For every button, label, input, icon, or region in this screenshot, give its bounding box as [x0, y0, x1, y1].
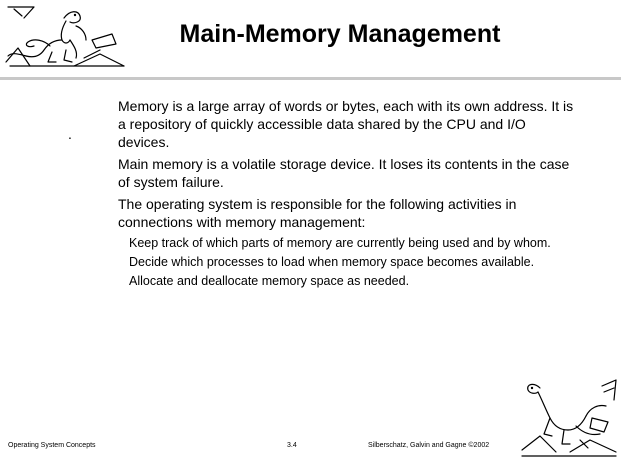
footer-copyright: Silberschatz, Galvin and Gagne ©2002	[368, 442, 490, 449]
sub-bullet: Allocate and deallocate memory space as …	[129, 274, 410, 288]
slide-title: Main-Memory Management	[179, 20, 501, 48]
footer-course-title: Operating System Concepts	[8, 442, 96, 449]
sub-bullet: Keep track of which parts of memory are …	[129, 236, 551, 250]
bullet-paragraph: Main memory is a volatile storage device…	[118, 156, 570, 190]
dinosaur-logo-icon	[520, 378, 619, 458]
bullet-paragraph: The operating system is responsible for …	[118, 196, 517, 230]
bullet-paragraph: Memory is a large array of words or byte…	[118, 98, 574, 150]
header-divider	[0, 77, 621, 80]
stray-mark: .	[68, 126, 72, 142]
header-band	[0, 0, 621, 77]
footer-page-number: 3.4	[287, 442, 297, 449]
dinosaur-logo-icon	[4, 4, 126, 70]
sub-bullet: Decide which processes to load when memo…	[129, 255, 535, 269]
slide-body: Memory is a large array of words or byte…	[118, 97, 578, 292]
